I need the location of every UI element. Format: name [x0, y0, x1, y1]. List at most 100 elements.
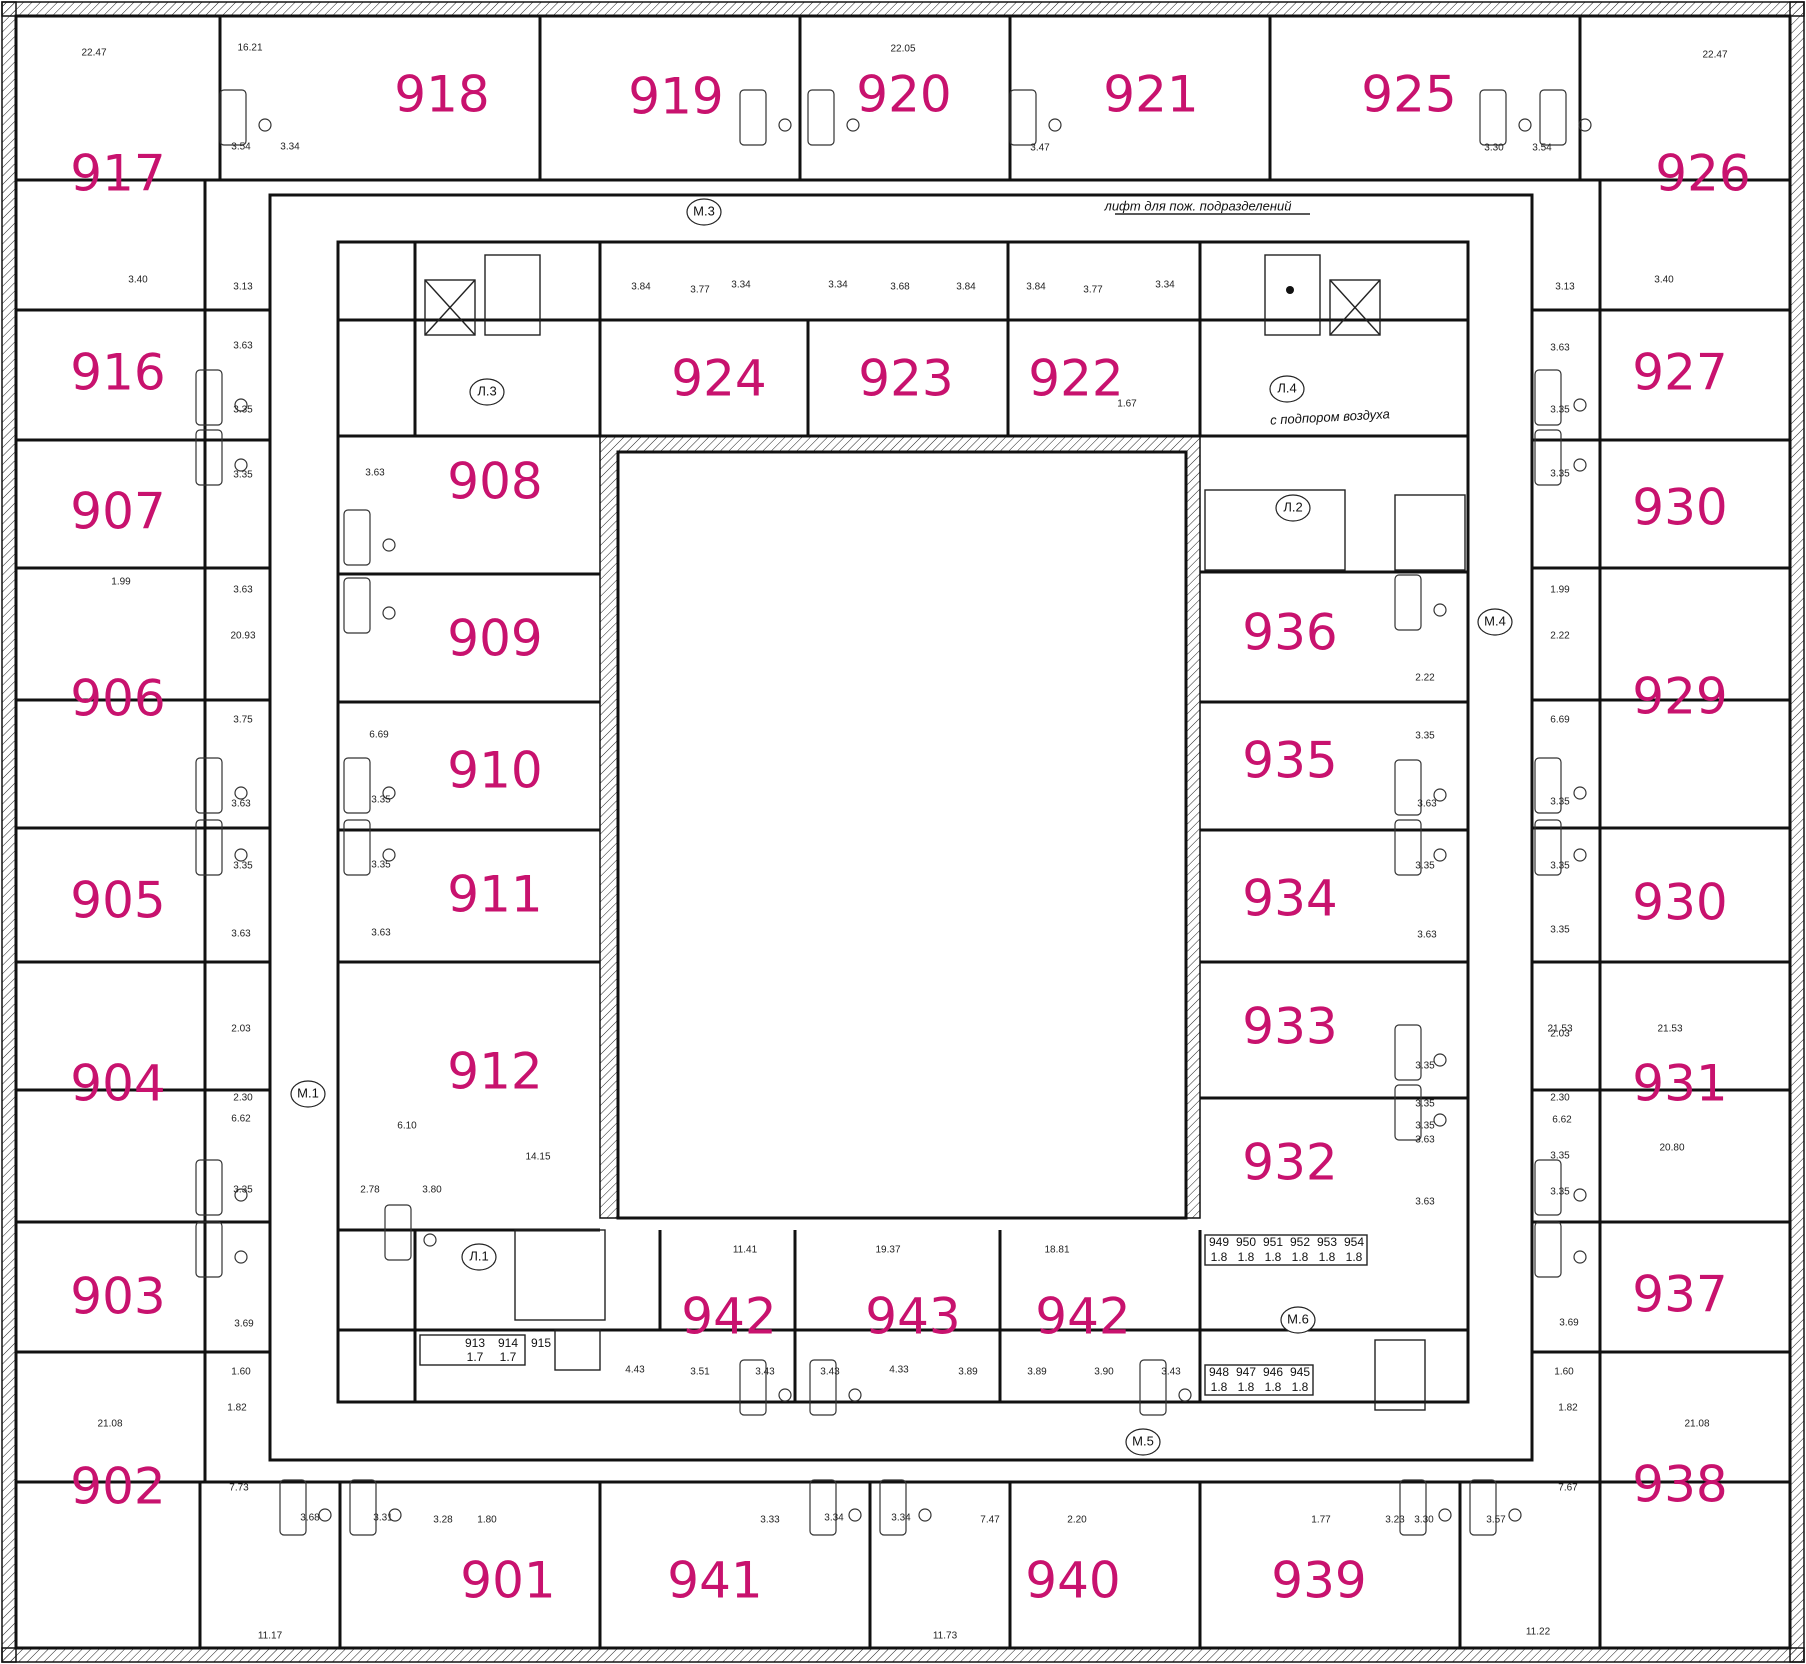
room-number: 930	[1632, 479, 1727, 537]
bathtub	[739, 89, 767, 146]
storage-area: 1.8	[1346, 1250, 1363, 1264]
bathtub	[1394, 1084, 1422, 1141]
area-label: 11.73	[933, 1631, 958, 1642]
toilet	[234, 1188, 248, 1202]
area-label: 2.78	[360, 1185, 380, 1196]
area-label: 3.63	[365, 468, 385, 479]
toilet	[382, 538, 396, 552]
room-number: 940	[1025, 1552, 1120, 1610]
area-label: 2.30	[233, 1093, 253, 1104]
area-label: 19.37	[875, 1245, 900, 1256]
stairs	[514, 489, 1466, 1321]
area-label: 3.63	[1417, 930, 1437, 941]
storage-number: 946	[1263, 1365, 1283, 1379]
room-number: 921	[1103, 66, 1198, 124]
bathtub	[195, 1221, 223, 1278]
area-label: 3.84	[1026, 282, 1046, 293]
room-number: 943	[865, 1288, 960, 1346]
room-number: 903	[70, 1268, 165, 1326]
grid-tag: Л.1	[469, 1248, 488, 1263]
toilet	[388, 1508, 402, 1522]
area-label: 3.63	[1417, 799, 1437, 810]
area-label: 3.35	[371, 860, 391, 871]
area-label: 21.08	[1684, 1419, 1709, 1430]
grid-tag-circle	[469, 378, 505, 406]
grid-tag-circle	[1275, 494, 1311, 522]
area-label: 3.35	[1550, 861, 1570, 872]
room-number: 908	[447, 453, 542, 511]
toilet	[918, 1508, 932, 1522]
area-label: 22.47	[1702, 50, 1727, 61]
area-label: 3.35	[1415, 1099, 1435, 1110]
area-label: 3.31	[373, 1513, 393, 1524]
area-label: 7.73	[229, 1483, 249, 1494]
bathtub	[279, 1479, 307, 1536]
storage-labels: 9491.89501.89511.89521.89531.89541.89481…	[465, 1235, 1364, 1394]
area-label: 3.63	[1415, 1197, 1435, 1208]
storage-number: 914	[498, 1336, 518, 1350]
area-label: 3.51	[690, 1367, 710, 1378]
area-label: 3.90	[1094, 1367, 1114, 1378]
area-label: 3.80	[422, 1185, 442, 1196]
area-label: 4.33	[889, 1365, 909, 1376]
room-number: 920	[856, 66, 951, 124]
storage-area: 1.7	[500, 1350, 517, 1364]
area-label: 3.89	[958, 1367, 978, 1378]
area-label: 3.34	[280, 142, 300, 153]
area-label: 6.10	[397, 1121, 417, 1132]
area-label: 3.13	[233, 282, 253, 293]
toilet	[1178, 1388, 1192, 1402]
area-label: 3.35	[233, 405, 253, 416]
grid-tag: М.4	[1484, 613, 1506, 628]
area-label: 3.35	[1415, 861, 1435, 872]
area-label: 3.54	[231, 142, 251, 153]
toilet	[1433, 848, 1447, 862]
area-label: 3.68	[300, 1513, 320, 1524]
room-number: 905	[70, 872, 165, 930]
bathroom-blocks	[195, 89, 1592, 1536]
bathtub	[1534, 1221, 1562, 1278]
toilet	[423, 1233, 437, 1247]
room-number: 904	[70, 1055, 165, 1113]
area-label: 3.35	[1550, 797, 1570, 808]
area-label: 22.47	[81, 48, 106, 59]
left-partitions	[16, 180, 600, 1482]
toilet	[778, 118, 792, 132]
area-label: 1.80	[477, 1515, 497, 1526]
area-label: 21.53	[1657, 1024, 1682, 1035]
grid-tag: М.3	[693, 203, 715, 218]
grid-tag-circle	[1125, 1428, 1161, 1456]
bathtub	[195, 819, 223, 876]
area-label: 1.99	[111, 577, 131, 588]
room-number: 924	[671, 350, 766, 408]
storage-number: 953	[1317, 1235, 1337, 1249]
room-number: 929	[1632, 668, 1727, 726]
area-label: 3.35	[371, 795, 391, 806]
toilet	[1573, 848, 1587, 862]
toilet	[234, 398, 248, 412]
grid-tag: М.1	[297, 1085, 319, 1100]
storage-number: 915	[531, 1336, 551, 1350]
area-label: 18.81	[1044, 1245, 1069, 1256]
area-label: 3.84	[956, 282, 976, 293]
area-label: 6.69	[369, 730, 389, 741]
room-number: 926	[1655, 145, 1750, 203]
area-label: 4.43	[625, 1365, 645, 1376]
area-label: 3.68	[890, 282, 910, 293]
area-label: 3.34	[1155, 280, 1175, 291]
area-label: 3.84	[631, 282, 651, 293]
area-label: 3.69	[234, 1319, 254, 1330]
area-label: 21.53	[1547, 1024, 1572, 1035]
bathtub	[384, 1204, 412, 1261]
area-label: 3.77	[1083, 285, 1103, 296]
room-number: 942	[681, 1288, 776, 1346]
grid-tag: Л.3	[477, 383, 496, 398]
bathtub	[1534, 1159, 1562, 1216]
bathtub	[349, 1479, 377, 1536]
area-label: 3.35	[1550, 1187, 1570, 1198]
area-label: 3.23	[1385, 1515, 1405, 1526]
room-number: 927	[1632, 344, 1727, 402]
bathtub	[1394, 574, 1422, 631]
area-label: 3.63	[231, 799, 251, 810]
